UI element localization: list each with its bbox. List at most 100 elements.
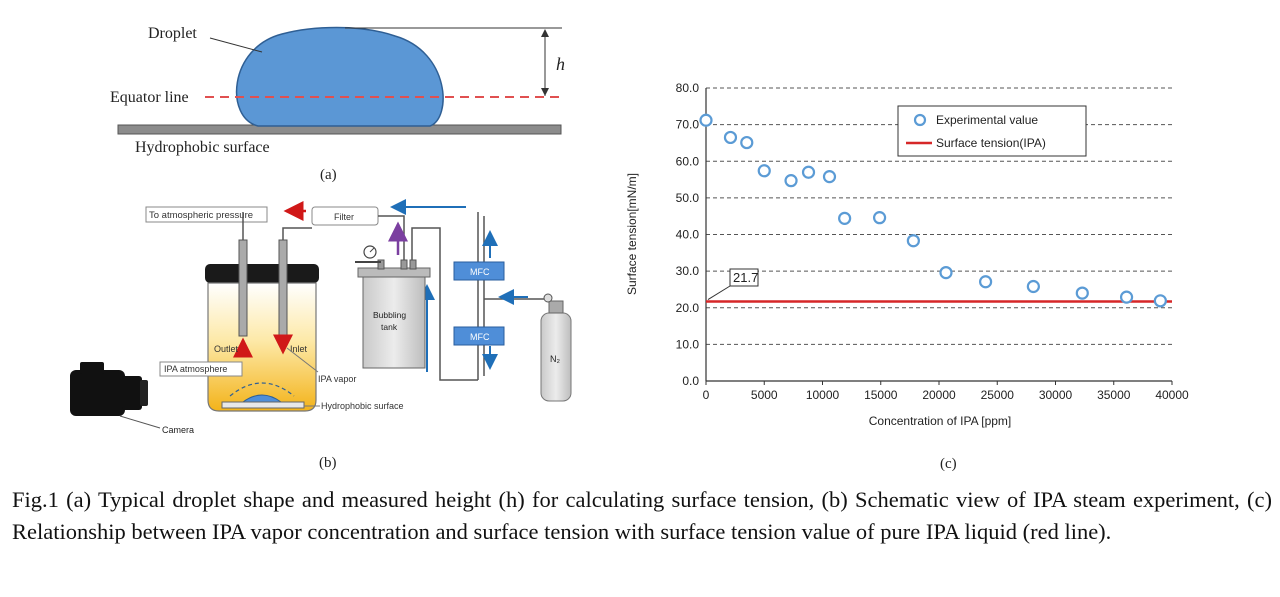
droplet-label: Droplet [148, 25, 197, 42]
data-point [906, 234, 920, 248]
legend-label-line: Surface tension(IPA) [936, 136, 1046, 150]
y-tick-label: 80.0 [676, 81, 700, 95]
camera-icon [70, 362, 148, 416]
y-tick-label: 50.0 [676, 191, 700, 205]
camera-label: Camera [162, 425, 194, 435]
inlet-label: Inlet [290, 344, 308, 354]
height-arrow-head-top [541, 29, 549, 37]
chamber-lid [205, 264, 319, 283]
ipa-vapor-leader [286, 347, 319, 373]
panel-a-label: (a) [320, 167, 337, 183]
y-tick-label: 40.0 [676, 228, 700, 242]
annotation-leader [707, 285, 731, 300]
equator-label: Equator line [110, 89, 189, 106]
height-arrow-head-bottom [541, 88, 549, 96]
bubbling-tank-port-3 [409, 259, 417, 270]
chart-x-tick-labels: 0 5000 10000 15000 20000 25000 30000 35000 40000 [703, 388, 1189, 402]
ipa-atmosphere-label: IPA atmosphere [164, 364, 227, 374]
panel-a: Droplet Equator line Hydrophobic surface… [110, 25, 565, 183]
y-tick-label: 30.0 [676, 264, 700, 278]
ipa-atmosphere-box [159, 361, 243, 377]
bubbling-tank-lid [357, 267, 431, 278]
chart-annotation-layer: 21.7 [707, 268, 759, 300]
height-symbol: h [556, 54, 565, 74]
data-point [740, 135, 754, 150]
n2-gauge-icon [543, 293, 553, 303]
chart-y-axis-label: Surface tension[mN/m] [625, 173, 639, 295]
x-tick-label: 40000 [1155, 388, 1189, 402]
data-point [1075, 286, 1089, 300]
x-tick-label: 35000 [1097, 388, 1131, 402]
atm-pressure-label: To atmospheric pressure [149, 210, 253, 221]
legend-label-experimental: Experimental value [936, 113, 1038, 127]
data-point [699, 113, 713, 127]
data-point [784, 174, 798, 188]
bubbling-tank-port-2 [400, 259, 408, 270]
atm-pressure-box [145, 206, 268, 223]
data-point [801, 165, 816, 179]
data-point [1119, 290, 1134, 304]
annotation-value: 21.7 [733, 270, 758, 285]
inlet-tube [278, 239, 288, 337]
mfc-top [453, 261, 505, 281]
panel-b-label: (b) [319, 455, 337, 471]
chart-points-layer [699, 113, 1167, 308]
vapor-dome-outline [229, 382, 295, 397]
y-tick-label: 0.0 [682, 374, 699, 388]
data-point [838, 211, 852, 225]
droplet-shape [236, 26, 444, 127]
outlet-label: Outlet [214, 344, 239, 354]
chamber-body [207, 282, 317, 412]
chamber-hydrophobic-label: Hydrophobic surface [321, 401, 404, 411]
y-tick-label: 20.0 [676, 301, 700, 315]
figure-caption: Fig.1 (a) Typical droplet shape and meas… [12, 487, 1272, 544]
x-tick-label: 25000 [981, 388, 1015, 402]
annotation-box [729, 268, 759, 287]
bubbling-tank-label-2: tank [381, 322, 398, 332]
chart-y-tick-labels: 0.0 10.0 20.0 30.0 40.0 50.0 60.0 70.0 80.0 [676, 81, 700, 388]
data-point [822, 170, 837, 184]
chart-x-axis-label: Concentration of IPA [ppm] [869, 414, 1012, 428]
x-tick-label: 15000 [864, 388, 898, 402]
x-tick-label: 5000 [751, 388, 778, 402]
legend-box [897, 105, 1087, 157]
data-point [1153, 294, 1167, 308]
y-tick-label: 70.0 [676, 118, 700, 132]
x-tick-label: 10000 [806, 388, 840, 402]
data-point [757, 164, 771, 178]
panel-b: To atmospheric pressure Filter MFC MFC [70, 199, 572, 471]
data-point [939, 265, 953, 280]
tubing [242, 212, 545, 381]
x-tick-label: 0 [703, 388, 710, 402]
mfc-top-label: MFC [470, 267, 490, 277]
y-tick-label: 60.0 [676, 154, 700, 168]
figure-1: Droplet Equator line Hydrophobic surface… [70, 25, 1189, 472]
panel-c-chart: 0.0 10.0 20.0 30.0 40.0 50.0 60.0 70.0 80.0 0 500… [625, 81, 1189, 472]
outlet-tube [238, 239, 248, 337]
filter-label: Filter [334, 212, 354, 222]
x-tick-label: 20000 [922, 388, 956, 402]
mfc-bottom-label: MFC [470, 332, 490, 342]
n2-label: N₂ [550, 354, 560, 364]
chamber-hydrophobic-plate [221, 401, 305, 409]
data-point [872, 211, 887, 225]
n2-valve [548, 300, 564, 314]
hydrophobic-surface-label: Hydrophobic surface [135, 139, 270, 156]
data-point [1026, 279, 1040, 294]
data-point [978, 275, 993, 289]
chart-axes [705, 88, 1173, 385]
mfc-bottom [453, 326, 505, 346]
camera-leader [119, 415, 161, 429]
bubbling-tank-label-1: Bubbling [373, 310, 406, 320]
y-tick-label: 10.0 [676, 337, 700, 351]
droplet-leader-line [209, 37, 263, 53]
legend-marker-experimental [913, 113, 927, 127]
x-tick-label: 30000 [1039, 388, 1073, 402]
ipa-vapor-label: IPA vapor [318, 374, 356, 384]
panel-c-label: (c) [940, 456, 957, 472]
bubbling-tank [362, 275, 426, 369]
data-point [723, 130, 738, 145]
pressure-gauge-needle [369, 247, 375, 253]
bubbling-tank-port-1 [377, 259, 385, 270]
